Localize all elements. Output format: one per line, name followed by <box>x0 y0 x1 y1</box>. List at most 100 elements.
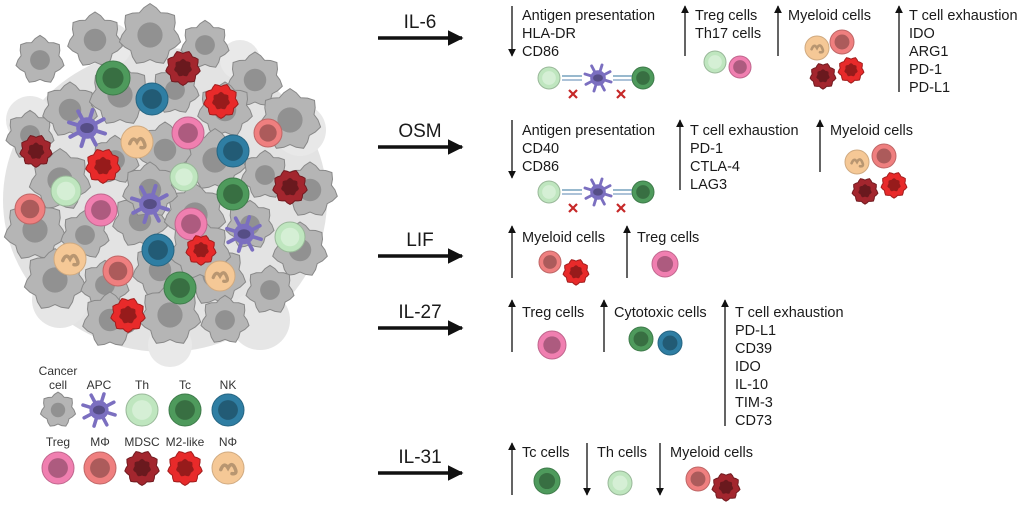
cytokine-il27: IL-27 <box>378 302 464 336</box>
legend-label-cancer-cell-line1: Cancer <box>39 364 78 378</box>
osm-myeloid-cells: Myeloid cells <box>830 123 913 139</box>
tc-cell-icon <box>628 326 654 352</box>
blocked-x-icon <box>616 89 626 99</box>
osm-cd40: CD40 <box>522 141 559 157</box>
tc-cell-icon <box>533 467 561 495</box>
neutrophil-cell-icon <box>120 125 154 159</box>
osm-cd86: CD86 <box>522 159 559 175</box>
cytokine-osm: OSM <box>378 121 464 155</box>
cancer-cell <box>67 11 123 66</box>
nk-cell-icon <box>657 330 683 356</box>
m2-like-cell-icon <box>880 172 908 199</box>
il6-antigen-presentation-synapse <box>537 63 655 99</box>
neutrophil-cell-icon <box>804 35 830 61</box>
legend-label-macrophage: MΦ <box>90 435 110 449</box>
cytokine-lif: LIF <box>378 230 464 264</box>
apc-cell-icon <box>583 63 613 93</box>
neutrophil-cell-icon <box>204 260 236 292</box>
blocked-x-icon <box>616 203 626 213</box>
tc-cell-icon <box>216 177 250 211</box>
osm-ctla4: CTLA-4 <box>690 159 740 175</box>
immune-cell-cluster <box>14 51 308 333</box>
legend-label-apc: APC <box>87 378 112 392</box>
osm-pd1: PD-1 <box>690 141 723 157</box>
legend-label-nk: NK <box>220 378 237 392</box>
cancer-cell <box>180 19 230 68</box>
m2-like-cell-icon <box>837 57 865 84</box>
osm-antigen-presentation: Antigen presentation <box>522 123 655 139</box>
lif-myeloid-cells: Myeloid cells <box>522 230 605 246</box>
legend-apc-icon <box>81 392 117 428</box>
cancer-cell <box>118 3 182 64</box>
cytokine-label-osm: OSM <box>398 121 441 142</box>
blocked-x-icon <box>568 89 578 99</box>
legend-cancer-icon <box>39 391 77 427</box>
treg-cell-icon <box>171 116 205 150</box>
il27-tim3: TIM-3 <box>735 395 773 411</box>
legend-neutrophil-icon <box>211 451 245 485</box>
effects-lif: Myeloid cells Treg cells <box>508 225 699 278</box>
il6-antigen-presentation: Antigen presentation <box>522 8 655 24</box>
il27-ido: IDO <box>735 359 761 375</box>
cancer-cell <box>245 264 295 313</box>
osm-antigen-presentation-synapse <box>537 177 655 213</box>
treg-cell-icon <box>84 193 118 227</box>
legend-mdsc-icon <box>124 451 160 486</box>
il6-ido: IDO <box>909 26 935 42</box>
cytokine-label-il27: IL-27 <box>398 302 441 323</box>
cytokine-arrows: IL-6 OSM LIF IL-27 IL-31 <box>378 12 464 481</box>
m2-like-cell-icon <box>85 149 121 184</box>
th-cell-icon <box>607 470 633 496</box>
legend-macrophage-icon <box>83 451 117 485</box>
legend-label-cancer-cell-line2: cell <box>49 378 67 392</box>
cytokine-label-lif: LIF <box>406 230 433 251</box>
lif-treg-cells: Treg cells <box>637 230 699 246</box>
th-cell-icon <box>537 180 561 204</box>
neutrophil-cell-icon <box>844 149 870 175</box>
th-cell-icon <box>703 50 727 74</box>
tc-cell-icon <box>163 271 197 305</box>
legend-th-icon <box>125 393 159 427</box>
legend-tc-icon <box>168 393 202 427</box>
treg-cell-icon <box>537 330 567 360</box>
m2-like-cell-icon <box>110 298 146 333</box>
effects-osm: Antigen presentation CD40 CD86 T cell ex… <box>508 119 913 193</box>
osm-t-cell-exhaustion: T cell exhaustion <box>690 123 799 139</box>
legend-nk-icon <box>211 393 245 427</box>
apc-cell-icon <box>225 215 263 253</box>
il27-t-cell-exhaustion: T cell exhaustion <box>735 305 844 321</box>
antigen-presentation-illustrations <box>537 63 655 213</box>
th-cell-icon <box>50 175 82 207</box>
blocked-x-icon <box>568 203 578 213</box>
il6-hla-dr: HLA-DR <box>522 26 576 42</box>
il27-cd39: CD39 <box>735 341 772 357</box>
apc-cell-icon <box>66 107 108 149</box>
legend-icons <box>39 391 245 486</box>
cytokine-label-il31: IL-31 <box>398 447 441 468</box>
macrophage-cell-icon <box>538 250 562 274</box>
il6-arg1: ARG1 <box>909 44 949 60</box>
il6-pdl1: PD-L1 <box>909 80 950 96</box>
il31-th-cells: Th cells <box>597 445 647 461</box>
effects-il31: Tc cells Th cells Myeloid cells <box>508 442 753 496</box>
legend-m2-like-icon <box>167 451 203 486</box>
treg-cell-icon <box>728 55 752 79</box>
il6-th17-cells: Th17 cells <box>695 26 761 42</box>
tc-cell-icon <box>95 60 131 96</box>
il27-treg-cells: Treg cells <box>522 305 584 321</box>
tc-cell-icon <box>631 180 655 204</box>
cytokine-il6: IL-6 <box>378 12 464 46</box>
th-cell-icon <box>537 66 561 90</box>
macrophage-cell-icon <box>871 143 897 169</box>
legend-label-m2-like: M2-like <box>166 435 205 449</box>
apc-cell-icon <box>129 183 171 225</box>
nk-cell-icon <box>216 134 250 168</box>
th-cell-icon <box>274 221 306 253</box>
treg-cell-icon <box>174 207 208 241</box>
il31-tc-cells: Tc cells <box>522 445 570 461</box>
legend-label-mdsc: MDSC <box>124 435 160 449</box>
mdsc-cell-icon <box>711 473 741 502</box>
macrophage-cell-icon <box>685 466 711 492</box>
tumor-microenvironment <box>3 3 338 367</box>
